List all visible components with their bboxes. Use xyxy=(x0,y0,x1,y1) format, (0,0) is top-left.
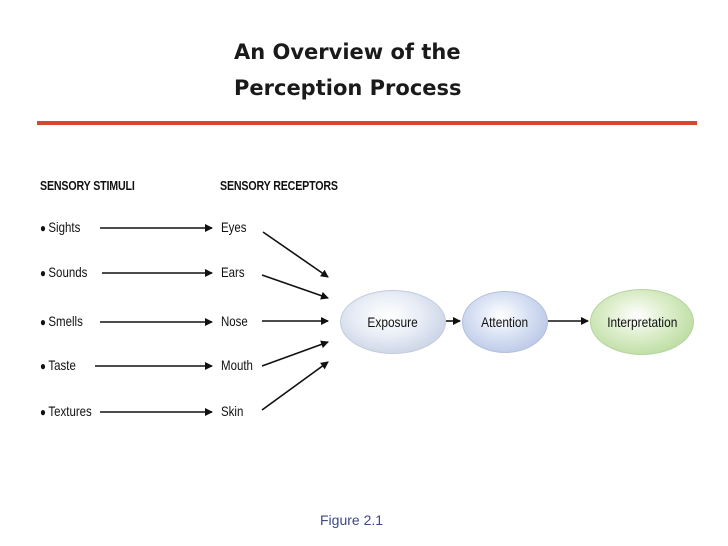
sensory-receptors-heading: SENSORY RECEPTORS xyxy=(220,178,338,193)
stimulus-label: Sounds xyxy=(48,264,88,280)
attention-node: Attention xyxy=(462,291,548,353)
receptor-label: Skin xyxy=(221,403,244,419)
exposure-label: Exposure xyxy=(367,314,419,330)
stimulus-item: ●Smells xyxy=(40,313,83,329)
bullet-icon: ● xyxy=(40,266,46,280)
stimulus-label: Smells xyxy=(48,313,83,329)
title-line-1: An Overview of the xyxy=(234,40,461,64)
bullet-icon: ● xyxy=(40,405,46,419)
sensory-stimuli-heading: SENSORY STIMULI xyxy=(40,178,135,193)
arrow-ears-exposure xyxy=(261,274,329,300)
interpretation-label: Interpretation xyxy=(606,314,678,330)
slide-title: An Overview of the Perception Process xyxy=(234,34,462,106)
attention-label: Attention xyxy=(481,314,529,330)
stimulus-item: ●Taste xyxy=(40,357,76,373)
receptor-label: Ears xyxy=(221,264,245,280)
exposure-node: Exposure xyxy=(340,290,446,354)
stimulus-label: Textures xyxy=(48,403,92,419)
interpretation-node: Interpretation xyxy=(590,289,694,355)
stimulus-label: Sights xyxy=(48,219,81,235)
receptor-label: Mouth xyxy=(221,357,253,373)
receptor-label: Eyes xyxy=(221,219,247,235)
stimulus-item: ●Sights xyxy=(40,219,80,235)
bullet-icon: ● xyxy=(40,359,46,373)
stimulus-item: ●Sounds xyxy=(40,264,87,280)
arrow-skin-exposure xyxy=(261,361,329,411)
receptor-label: Nose xyxy=(221,313,248,329)
stimulus-item: ●Textures xyxy=(40,403,92,419)
title-line-2: Perception Process xyxy=(234,76,462,100)
arrow-eyes-exposure xyxy=(262,231,329,278)
title-divider xyxy=(37,121,697,125)
stimulus-label: Taste xyxy=(48,357,76,373)
arrow-mouth-exposure xyxy=(261,340,329,367)
bullet-icon: ● xyxy=(40,221,46,235)
figure-caption: Figure 2.1 xyxy=(320,512,384,528)
bullet-icon: ● xyxy=(40,315,46,329)
